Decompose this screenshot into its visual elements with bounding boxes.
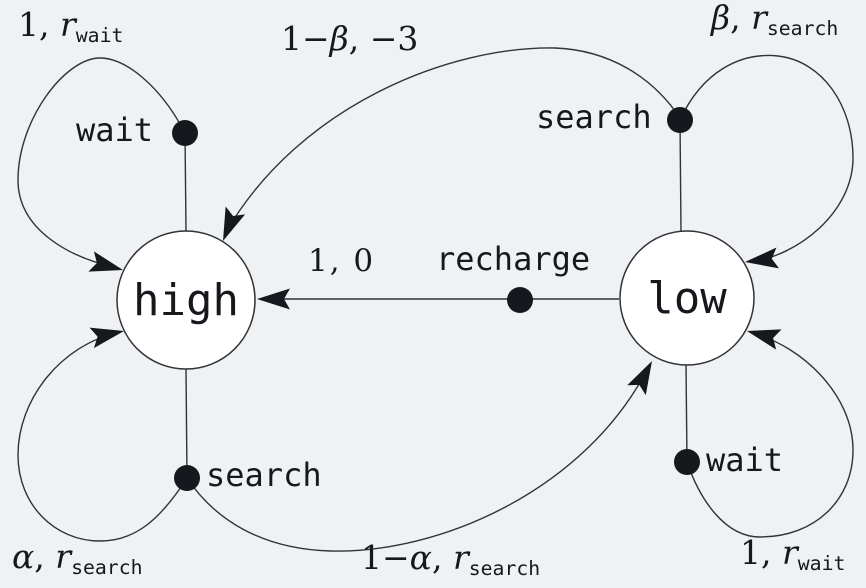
action-dot-search-high [174,465,200,491]
state-label-high: high [133,275,239,326]
edge-label-recharge-prob: 1, 0 [308,243,376,279]
stem-wait-high [184,132,187,232]
edge-label-beta-cross: 1−β, −3 [281,19,419,58]
action-label-wait-high: wait [76,111,154,149]
action-dot-wait-high [172,120,198,146]
edge-label-alpha-cross: 1−α, rsearch [361,538,541,580]
edge-alpha-cross-path [186,367,649,552]
action-label-search-low: search [536,98,652,136]
arrowhead-wait-high-return [88,251,123,272]
state-high-circle [116,230,256,370]
action-label-recharge: recharge [436,240,591,278]
loop-wait-high-path [17,57,186,269]
edge-label-wait-low-loop: 1, rwait [740,533,846,575]
arrowhead-wait-low-return [747,329,782,350]
stem-search-low [679,119,682,232]
loop-search-low-path [679,54,854,263]
arrowhead-alpha-cross [627,361,652,396]
action-dot-wait-low [674,449,700,475]
edge-label-wait-high-loop: 1, rwait [18,5,124,47]
arrowhead-recharge [257,288,290,310]
arrowhead-beta-cross [223,206,246,241]
edge-label-alpha-loop: α, rsearch [12,537,143,579]
arrowhead-search-high-return [89,327,124,349]
loop-search-high-path [17,331,188,542]
action-label-wait-low: wait [706,441,784,479]
edge-beta-cross-path [225,47,681,233]
state-low-circle [619,230,755,366]
action-dot-search-low [667,107,693,133]
state-label-low: low [647,273,727,324]
arrowhead-search-low-return [745,247,780,269]
loop-wait-low-path [686,332,854,538]
stem-search-high [185,368,188,479]
action-label-search-high: search [206,456,322,494]
edge-label-beta-loop: β, rsearch [711,0,839,40]
action-dot-recharge [507,287,533,313]
stem-wait-low [685,364,688,463]
